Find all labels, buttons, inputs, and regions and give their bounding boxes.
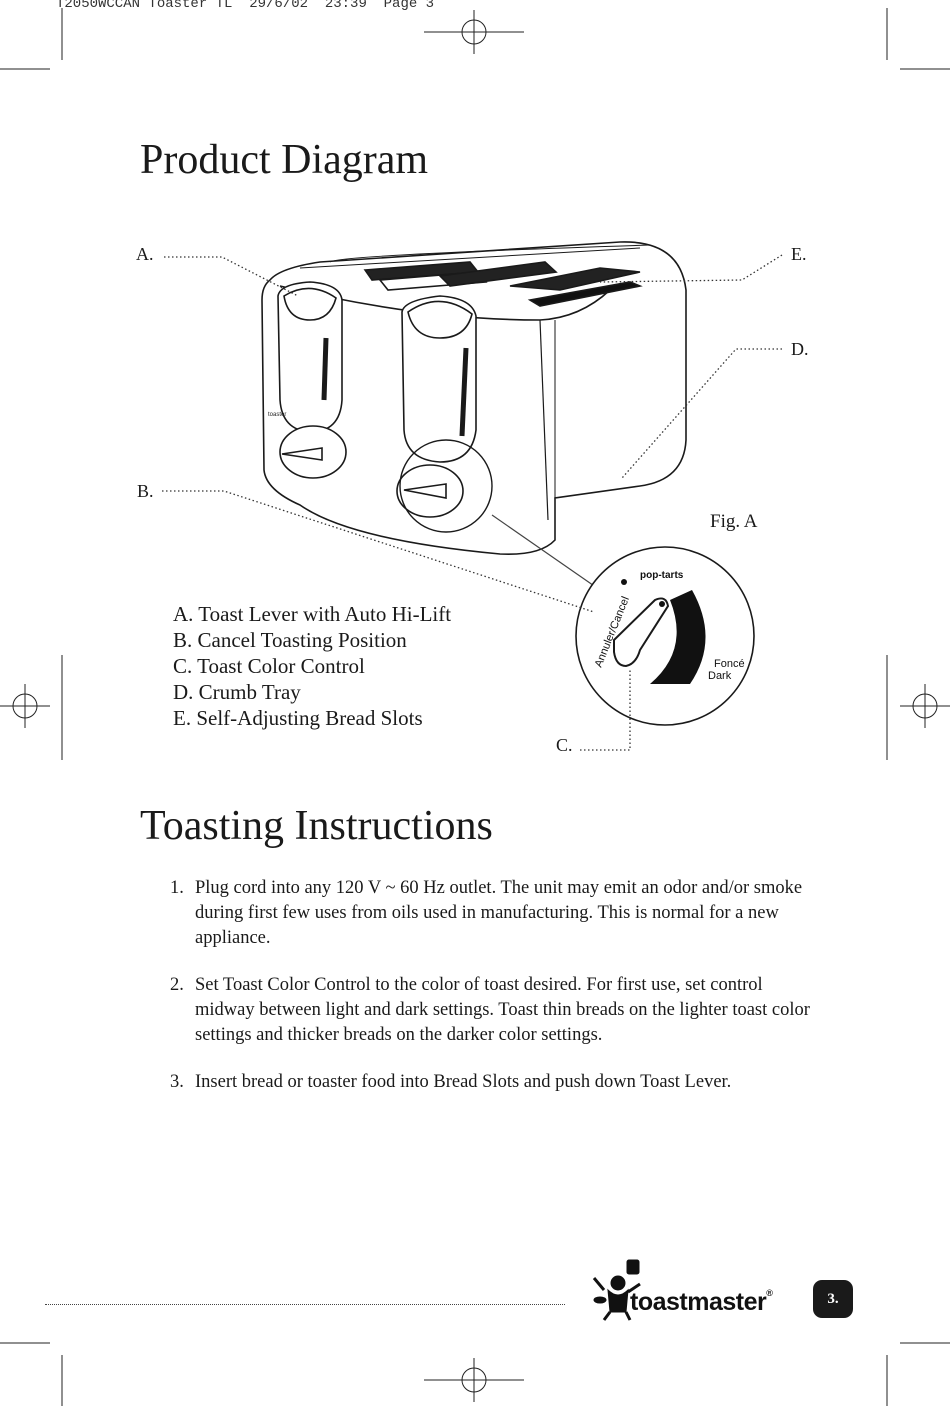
callout-a: A. [136,244,154,264]
footer-rule [45,1304,565,1305]
dial-brand-logo: pop-tarts [640,570,684,581]
step-number: 3. [170,1072,184,1092]
list-item: 3. Insert bread or toaster food into Bre… [170,1070,820,1095]
dial-dark-en-label: Dark [708,670,732,682]
toasting-instructions-title: Toasting Instructions [140,803,493,849]
page-number-badge: 3. [813,1280,853,1318]
crop-marks [0,8,950,1406]
figure-label: Fig. A [710,511,758,532]
legend-item: A. Toast Lever with Auto Hi-Lift [173,602,452,626]
dial-dark-fr-label: Foncé [714,658,745,670]
product-diagram-title: Product Diagram [140,137,429,183]
step-number: 1. [170,878,184,898]
callout-d: D. [791,339,809,359]
dial-inset: pop-tarts Annuler/Cancel Foncé Dark [491,514,755,726]
legend-item: C. Toast Color Control [173,654,365,678]
toaster-illustration: toaster [261,241,687,556]
callout-c: C. [556,735,573,755]
brand-logo: toastmaster® [630,1288,773,1317]
leader-lines [162,254,783,751]
step-text: Plug cord into any 120 V ~ 60 Hz outlet.… [195,878,803,948]
print-slug: T2050WCCAN Toaster TL 29/6/02 23:39 Page… [56,0,435,12]
step-text: Insert bread or toaster food into Bread … [195,1072,732,1092]
brand-name: toastmaster [630,1288,767,1316]
callout-e: E. [791,244,807,264]
chef-mascot-icon [592,1259,641,1321]
step-number: 2. [170,975,184,995]
list-item: 2. Set Toast Color Control to the color … [170,973,820,1048]
legend-item: E. Self-Adjusting Bread Slots [173,706,423,730]
legend-item: D. Crumb Tray [173,680,301,704]
legend-item: B. Cancel Toasting Position [173,628,407,652]
registered-mark-icon: ® [766,1288,773,1298]
parts-legend: A. Toast Lever with Auto Hi-Lift B. Canc… [173,601,451,731]
list-item: 1. Plug cord into any 120 V ~ 60 Hz outl… [170,876,820,951]
callout-b: B. [137,481,154,501]
instructions-list: 1. Plug cord into any 120 V ~ 60 Hz outl… [170,876,820,1117]
step-text: Set Toast Color Control to the color of … [195,975,810,1045]
toaster-logo-mark: toaster [268,412,286,418]
registration-marks [0,10,950,1402]
